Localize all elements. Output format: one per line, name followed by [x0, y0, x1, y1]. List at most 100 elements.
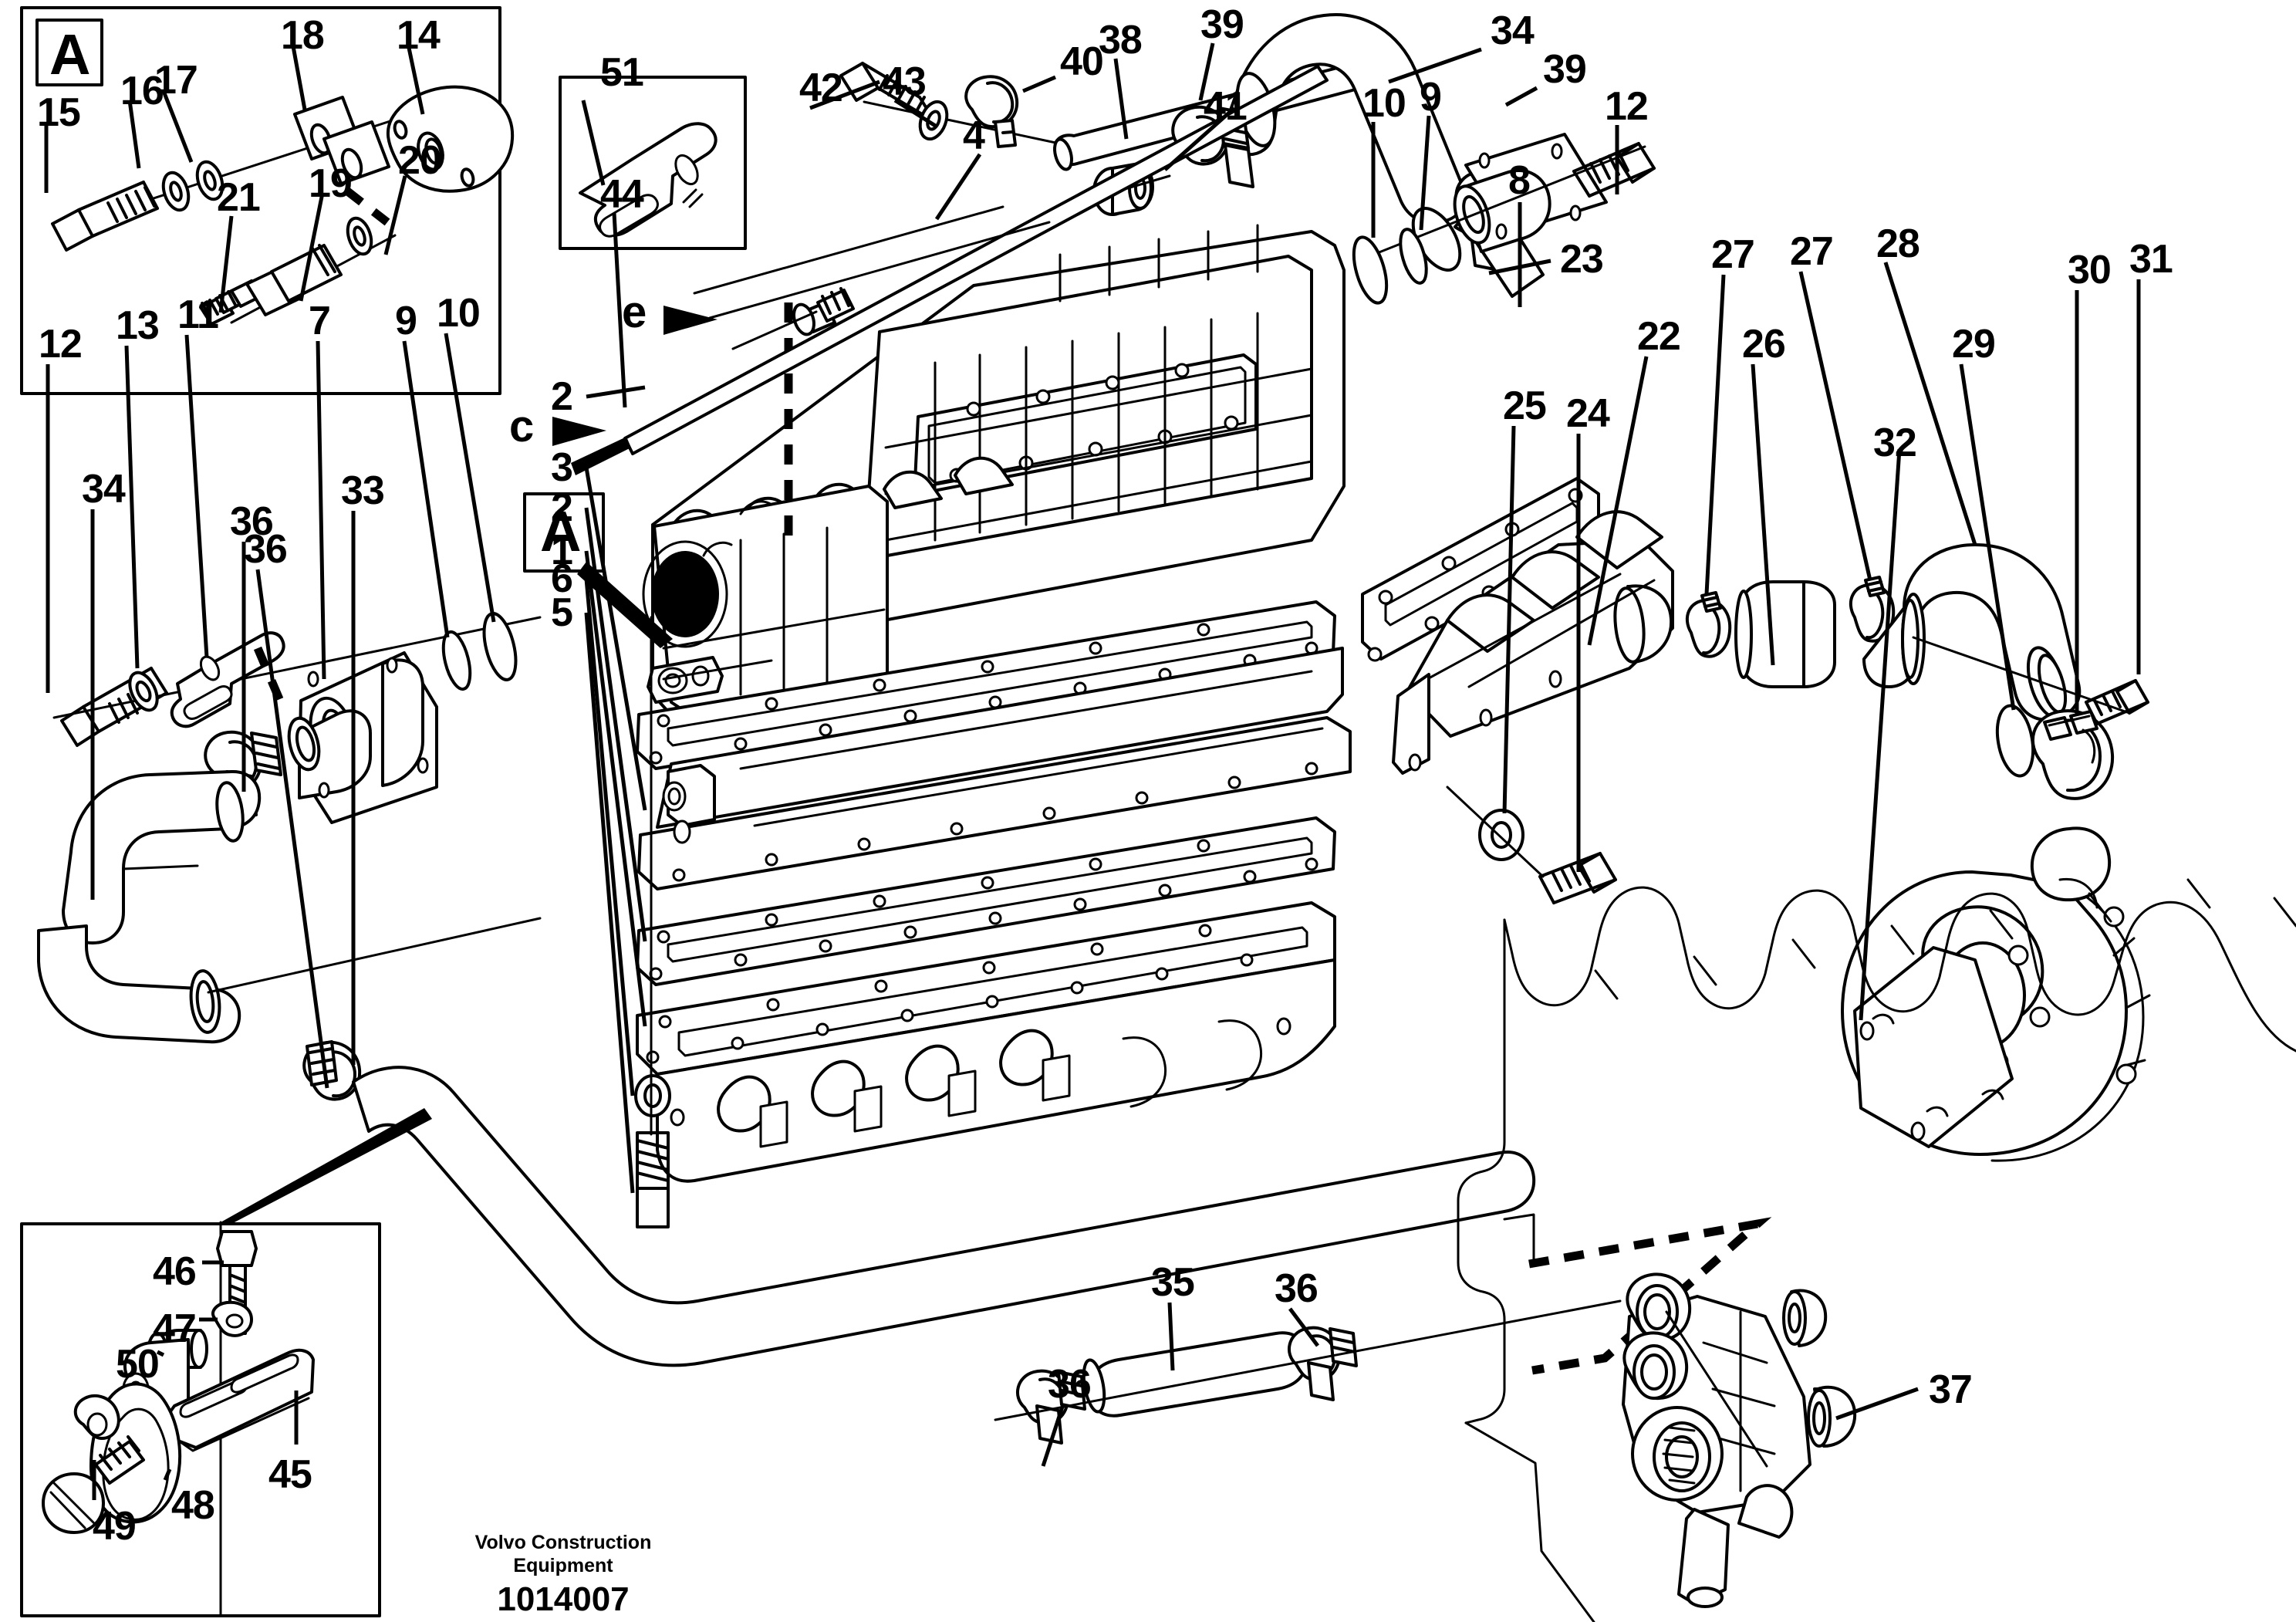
- detail-a-marker-letter: A: [540, 499, 582, 563]
- drawing-footer: Volvo Construction Equipment 1014007: [432, 1532, 694, 1619]
- part-ref-5: 5: [551, 590, 573, 635]
- brand-line-1: Volvo Construction: [474, 1532, 652, 1553]
- part-ref-19: 19: [309, 161, 353, 206]
- o-ring-10-top: [1352, 235, 1389, 305]
- washer-47: [211, 1300, 253, 1337]
- part-ref-27-b: 27: [1790, 229, 1834, 274]
- part-ref-39-b: 39: [1543, 47, 1587, 92]
- section-arrow-c: [552, 417, 606, 446]
- turbocharger-32: [1841, 826, 2151, 1162]
- flange-7: [287, 651, 438, 824]
- hose-33: [352, 1066, 1536, 1367]
- water-pump-37: [1622, 1272, 1857, 1608]
- screw-31: [1912, 636, 2149, 725]
- detail-box-b: [559, 76, 747, 250]
- part-ref-21: 21: [217, 175, 261, 220]
- detail-box-a-id: A: [49, 22, 91, 86]
- part-ref-27-a: 27: [1711, 232, 1755, 277]
- clamp-27-a: [1685, 591, 1732, 658]
- part-ref-31: 31: [2129, 237, 2173, 282]
- bolt-5: [636, 1131, 670, 1228]
- part-ref-18: 18: [281, 13, 325, 58]
- o-ring-10-left: [482, 612, 518, 681]
- part-ref-29: 29: [1952, 322, 1996, 367]
- part-ref-13: 13: [116, 303, 160, 348]
- hose-clamp-36-b: [302, 1040, 362, 1101]
- screw-49: [42, 1435, 145, 1534]
- part-ref-35: 35: [1151, 1260, 1195, 1305]
- part-ref-10-top: 10: [1362, 81, 1406, 126]
- part-ref-10-left: 10: [437, 291, 481, 336]
- part-ref-40: 40: [1060, 39, 1104, 84]
- part-ref-44: 44: [600, 172, 644, 217]
- detail-box-a: [20, 6, 515, 395]
- v-band-clamp-30: [2031, 709, 2115, 800]
- sleeve-26: [1734, 580, 1836, 688]
- part-ref-48: 48: [171, 1483, 215, 1528]
- cooler-element-3: [637, 647, 1352, 890]
- part-ref-26: 26: [1742, 322, 1786, 367]
- part-ref-41: 41: [1204, 84, 1248, 129]
- part-ref-12-top: 12: [1605, 84, 1649, 129]
- part-ref-9-left: 9: [395, 299, 417, 343]
- part-ref-15: 15: [37, 90, 81, 135]
- charge-air-cooler-body-4: [642, 224, 1346, 742]
- part-ref-9-top: 9: [1420, 75, 1442, 120]
- part-ref-17: 17: [154, 58, 198, 103]
- washer-13: [128, 671, 159, 712]
- section-arrow-e: [663, 205, 1051, 335]
- bolt-24: [1446, 786, 1617, 904]
- part-ref-36-d: 36: [1048, 1362, 1092, 1407]
- part-ref-12-left: 12: [39, 322, 83, 367]
- part-ref-49: 49: [93, 1504, 137, 1549]
- part-ref-24: 24: [1566, 391, 1610, 436]
- part-ref-11: 11: [177, 292, 219, 337]
- part-ref-22: 22: [1637, 314, 1681, 359]
- part-ref-38: 38: [1099, 18, 1143, 63]
- hose-34-left: [37, 769, 542, 1044]
- part-ref-43: 43: [883, 59, 927, 104]
- clamp-40: [964, 75, 1019, 148]
- part-ref-20: 20: [398, 138, 442, 183]
- part-ref-4: 4: [963, 113, 985, 158]
- part-ref-51: 51: [600, 50, 644, 95]
- part-ref-1: 1: [551, 529, 573, 573]
- o-ring-9-top: [1399, 228, 1428, 285]
- brand-line-2: Equipment: [513, 1554, 613, 1576]
- part-ref-2-upper: 2: [551, 374, 573, 419]
- part-ref-34-left: 34: [82, 467, 126, 512]
- part-ref-50: 50: [116, 1342, 160, 1387]
- bolt-12-top: [1572, 142, 1656, 198]
- housing-1: [636, 901, 1336, 1183]
- part-ref-7: 7: [309, 299, 331, 343]
- part-ref-32: 32: [1873, 421, 1917, 465]
- section-arrow-c-label: c: [509, 401, 535, 451]
- hose-clamp-36-c: [1016, 1369, 1086, 1445]
- part-ref-45: 45: [268, 1452, 312, 1497]
- part-ref-8: 8: [1508, 158, 1531, 203]
- hose-clamp-36-d: [1288, 1326, 1358, 1401]
- pipe-elbow-28: [1862, 543, 2082, 721]
- hose-35: [1082, 1331, 1308, 1418]
- part-ref-23: 23: [1560, 237, 1604, 282]
- o-ring-9-left: [441, 630, 472, 691]
- gasket-2-lower: [636, 816, 1336, 986]
- drawing-number: 1014007: [497, 1580, 630, 1618]
- part-ref-30: 30: [2068, 248, 2112, 292]
- part-ref-42: 42: [799, 66, 843, 110]
- part-ref-47: 47: [153, 1306, 197, 1351]
- part-ref-36-c: 36: [1275, 1266, 1319, 1311]
- part-ref-6: 6: [551, 556, 573, 601]
- part-ref-28: 28: [1876, 221, 1920, 266]
- engine-block-outline: [1457, 878, 2296, 1622]
- part-ref-16: 16: [120, 69, 164, 113]
- part-ref-46: 46: [153, 1249, 197, 1294]
- detail-box-c: [20, 1108, 432, 1617]
- hose-35-axis: [994, 1299, 1622, 1421]
- part-ref-2-lower: 2: [551, 485, 573, 530]
- part-ref-36-a: 36: [230, 499, 274, 544]
- washer-6: [634, 1074, 671, 1117]
- rod-44: [571, 65, 1329, 475]
